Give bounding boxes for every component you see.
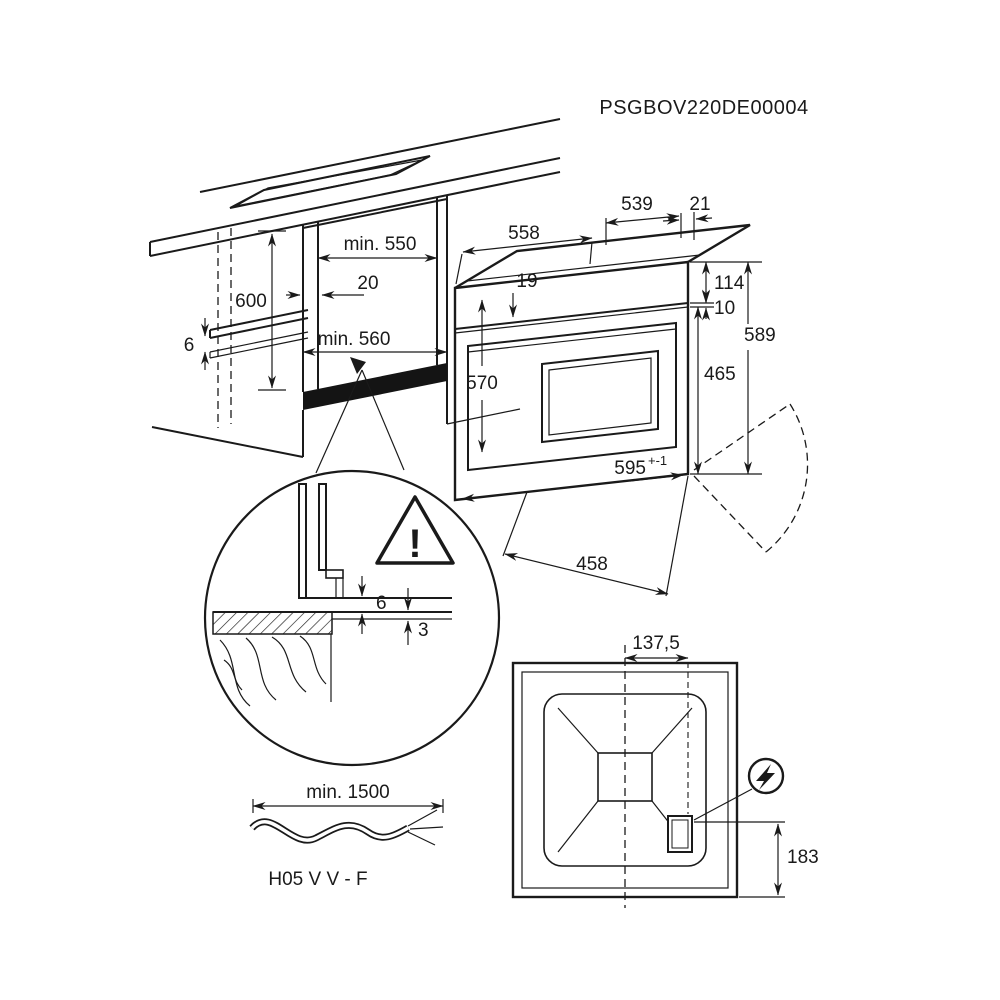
dim-front-width: 595: [614, 458, 646, 479]
control-panel-bottom-2: [454, 306, 689, 334]
junction-box-inner: [671, 819, 689, 849]
dim-rear-offset: 21: [689, 194, 710, 215]
door-window-outer: [541, 349, 659, 444]
rear-height-dimension: 183: [694, 821, 819, 898]
trim-foot: [325, 569, 344, 579]
drawing-code: PSGBOV220DE00004: [599, 97, 808, 119]
cable-core: [250, 820, 409, 842]
dim-panel-height: 114: [714, 273, 745, 294]
support-board: [209, 309, 309, 359]
floor-line-right: [446, 408, 521, 425]
hob-cutout-inner: [235, 159, 423, 207]
dim-body-height: 570: [466, 373, 498, 394]
dim-body-depth: 539: [621, 194, 653, 215]
detail-circle: 6 3 !: [203, 469, 501, 767]
cabinet-drawing: min. 550 20 600 min. 560 6: [149, 118, 561, 474]
dim-cable-length: min. 1500: [306, 782, 389, 803]
door-window-inner: [548, 357, 652, 436]
electrical-leader-line: [693, 788, 753, 821]
oven-top-face: [454, 223, 751, 290]
dim-detail-gap-bottom: 3: [418, 620, 429, 641]
oven-top-dimensions: 558 539 21 19: [455, 194, 713, 318]
cabinet-dimensions: min. 550 20 600 min. 560 6: [184, 230, 448, 391]
cable-wire-ends: [407, 809, 444, 846]
wood-grain: [219, 635, 327, 707]
dim-niche-width: min. 550: [344, 234, 417, 255]
door-swing-projection: [693, 403, 809, 553]
dim-board-gap: 6: [184, 335, 195, 356]
oven-front-width-dimension: 595 +-1: [461, 453, 684, 502]
oven-depth-dimension: 458: [502, 475, 689, 597]
floor-line-left: [151, 426, 304, 458]
dim-detail-gap-top: 6: [376, 593, 387, 614]
dim-depth-bottom: 458: [576, 554, 608, 575]
detail-dimensions: 6 3: [358, 576, 429, 645]
dim-total-height: 589: [744, 325, 776, 346]
rear-view-drawing: 137,5 183: [511, 633, 819, 908]
dim-door-height: 465: [704, 364, 736, 385]
detail-callout-lines: [315, 357, 405, 474]
cable-type-label: H05 V V - F: [268, 869, 367, 890]
worktop-section-hatched: [212, 611, 333, 635]
niche-ceiling: [302, 198, 448, 229]
dim-front-width-tolerance: +-1: [648, 453, 667, 468]
dim-top-inset: 19: [516, 271, 537, 292]
warning-triangle-icon: !: [375, 495, 455, 566]
dim-panel-gap: 10: [714, 298, 735, 319]
dim-top-width: 558: [508, 223, 540, 244]
niche-floor-strip: [303, 363, 447, 410]
oven-top-trim-line: [466, 254, 701, 282]
dim-connection-height: 183: [787, 847, 819, 868]
panel-bar-2: [318, 483, 327, 571]
door-handle-line: [467, 328, 677, 353]
lightning-bolt-icon: [756, 764, 775, 790]
oven-door: [467, 321, 677, 472]
warning-exclamation: !: [408, 522, 421, 566]
dim-side-clearance: 20: [357, 273, 378, 294]
cable-drawing: min. 1500 H05 V V - F: [249, 782, 444, 890]
dim-connection-offset: 137,5: [632, 633, 680, 654]
worktop-back-edge: [199, 118, 561, 193]
worktop-front-top-edge: [149, 157, 561, 243]
control-panel-bottom-1: [454, 302, 689, 330]
oven-front-face: [453, 260, 690, 502]
oven-drawing: 558 539 21 19 114 10 465: [453, 194, 809, 597]
oven-right-dimensions: 114 10 465 589: [690, 261, 776, 475]
panel-bar-1: [298, 483, 307, 599]
worktop-front-bottom-edge: [149, 171, 561, 257]
dim-niche-height: 600: [235, 291, 267, 312]
oven-body-height-dimension: 570: [466, 299, 498, 453]
dim-niche-depth: min. 560: [318, 329, 391, 350]
electrical-connection-icon: [693, 757, 785, 821]
callout-arrowhead: [350, 357, 366, 374]
